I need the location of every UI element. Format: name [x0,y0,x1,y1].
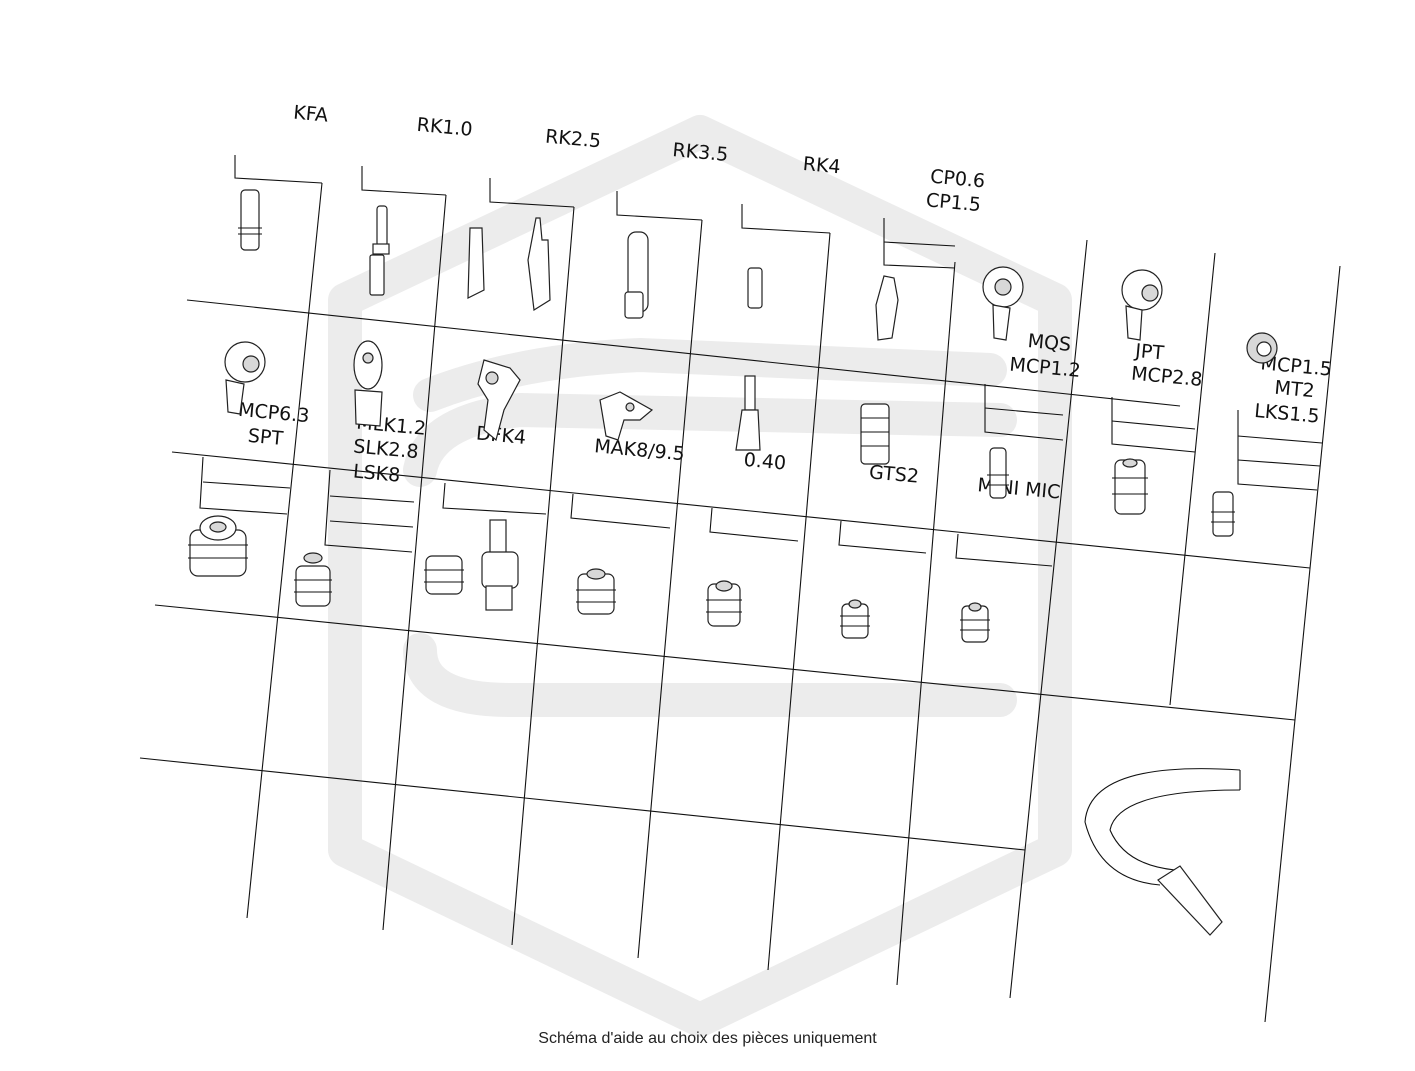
label-gts2: GTS2 [868,461,920,487]
terminal-icon [624,231,649,319]
seal-icon [1246,332,1278,364]
terminal-icon [735,375,761,451]
caption: Schéma d'aide au choix des pièces unique… [538,1030,877,1047]
label-mak895: MAK8/9.5 [593,435,685,465]
ring-terminal-icon [477,359,521,442]
seal-icon [481,519,519,611]
label-040: 0.40 [743,449,787,475]
label-slk28: SLK2.8 [352,435,419,463]
label-rk4: RK4 [802,153,842,178]
label-kfa: KFA [292,102,329,127]
seal-icon [840,599,870,639]
seal-icon [960,602,990,643]
label-cp15: CP1.5 [925,189,982,216]
label-mt2: MT2 [1274,377,1316,403]
terminal-icon [238,189,262,251]
label-jpt: JPT [1133,340,1165,365]
ring-terminal-icon [982,266,1024,341]
seal-icon [294,552,332,607]
ring-terminal-icon [1121,269,1163,341]
label-rk35: RK3.5 [672,139,730,166]
seal-icon [1211,491,1235,537]
seal-icon [987,447,1009,499]
label-lsk8: LSK8 [352,460,401,486]
seal-icon [1112,458,1148,515]
label-lks15: LKS1.5 [1253,400,1320,428]
label-rk25: RK2.5 [544,126,602,153]
seal-icon [706,580,742,627]
terminal-icon [875,275,899,341]
terminal-icon [747,267,763,309]
seal-icon [860,403,890,465]
terminal-icon [369,205,390,296]
terminal-icon [467,217,551,312]
seal-icon [576,568,616,615]
label-mcp28: MCP2.8 [1130,363,1203,391]
label-mqs: MQS [1027,330,1072,356]
ring-terminal-icon [353,340,383,427]
label-rk10: RK1.0 [416,114,474,141]
grid [139,182,1341,1023]
label-cp06: CP0.6 [929,166,986,193]
seal-icon [188,515,248,577]
seal-icon [424,555,464,595]
ring-terminal-icon [224,341,266,415]
cable-icon [1084,768,1241,936]
label-dfk4: DFK4 [475,422,527,448]
label-spt: SPT [247,425,284,450]
ring-terminal-icon [599,391,654,441]
